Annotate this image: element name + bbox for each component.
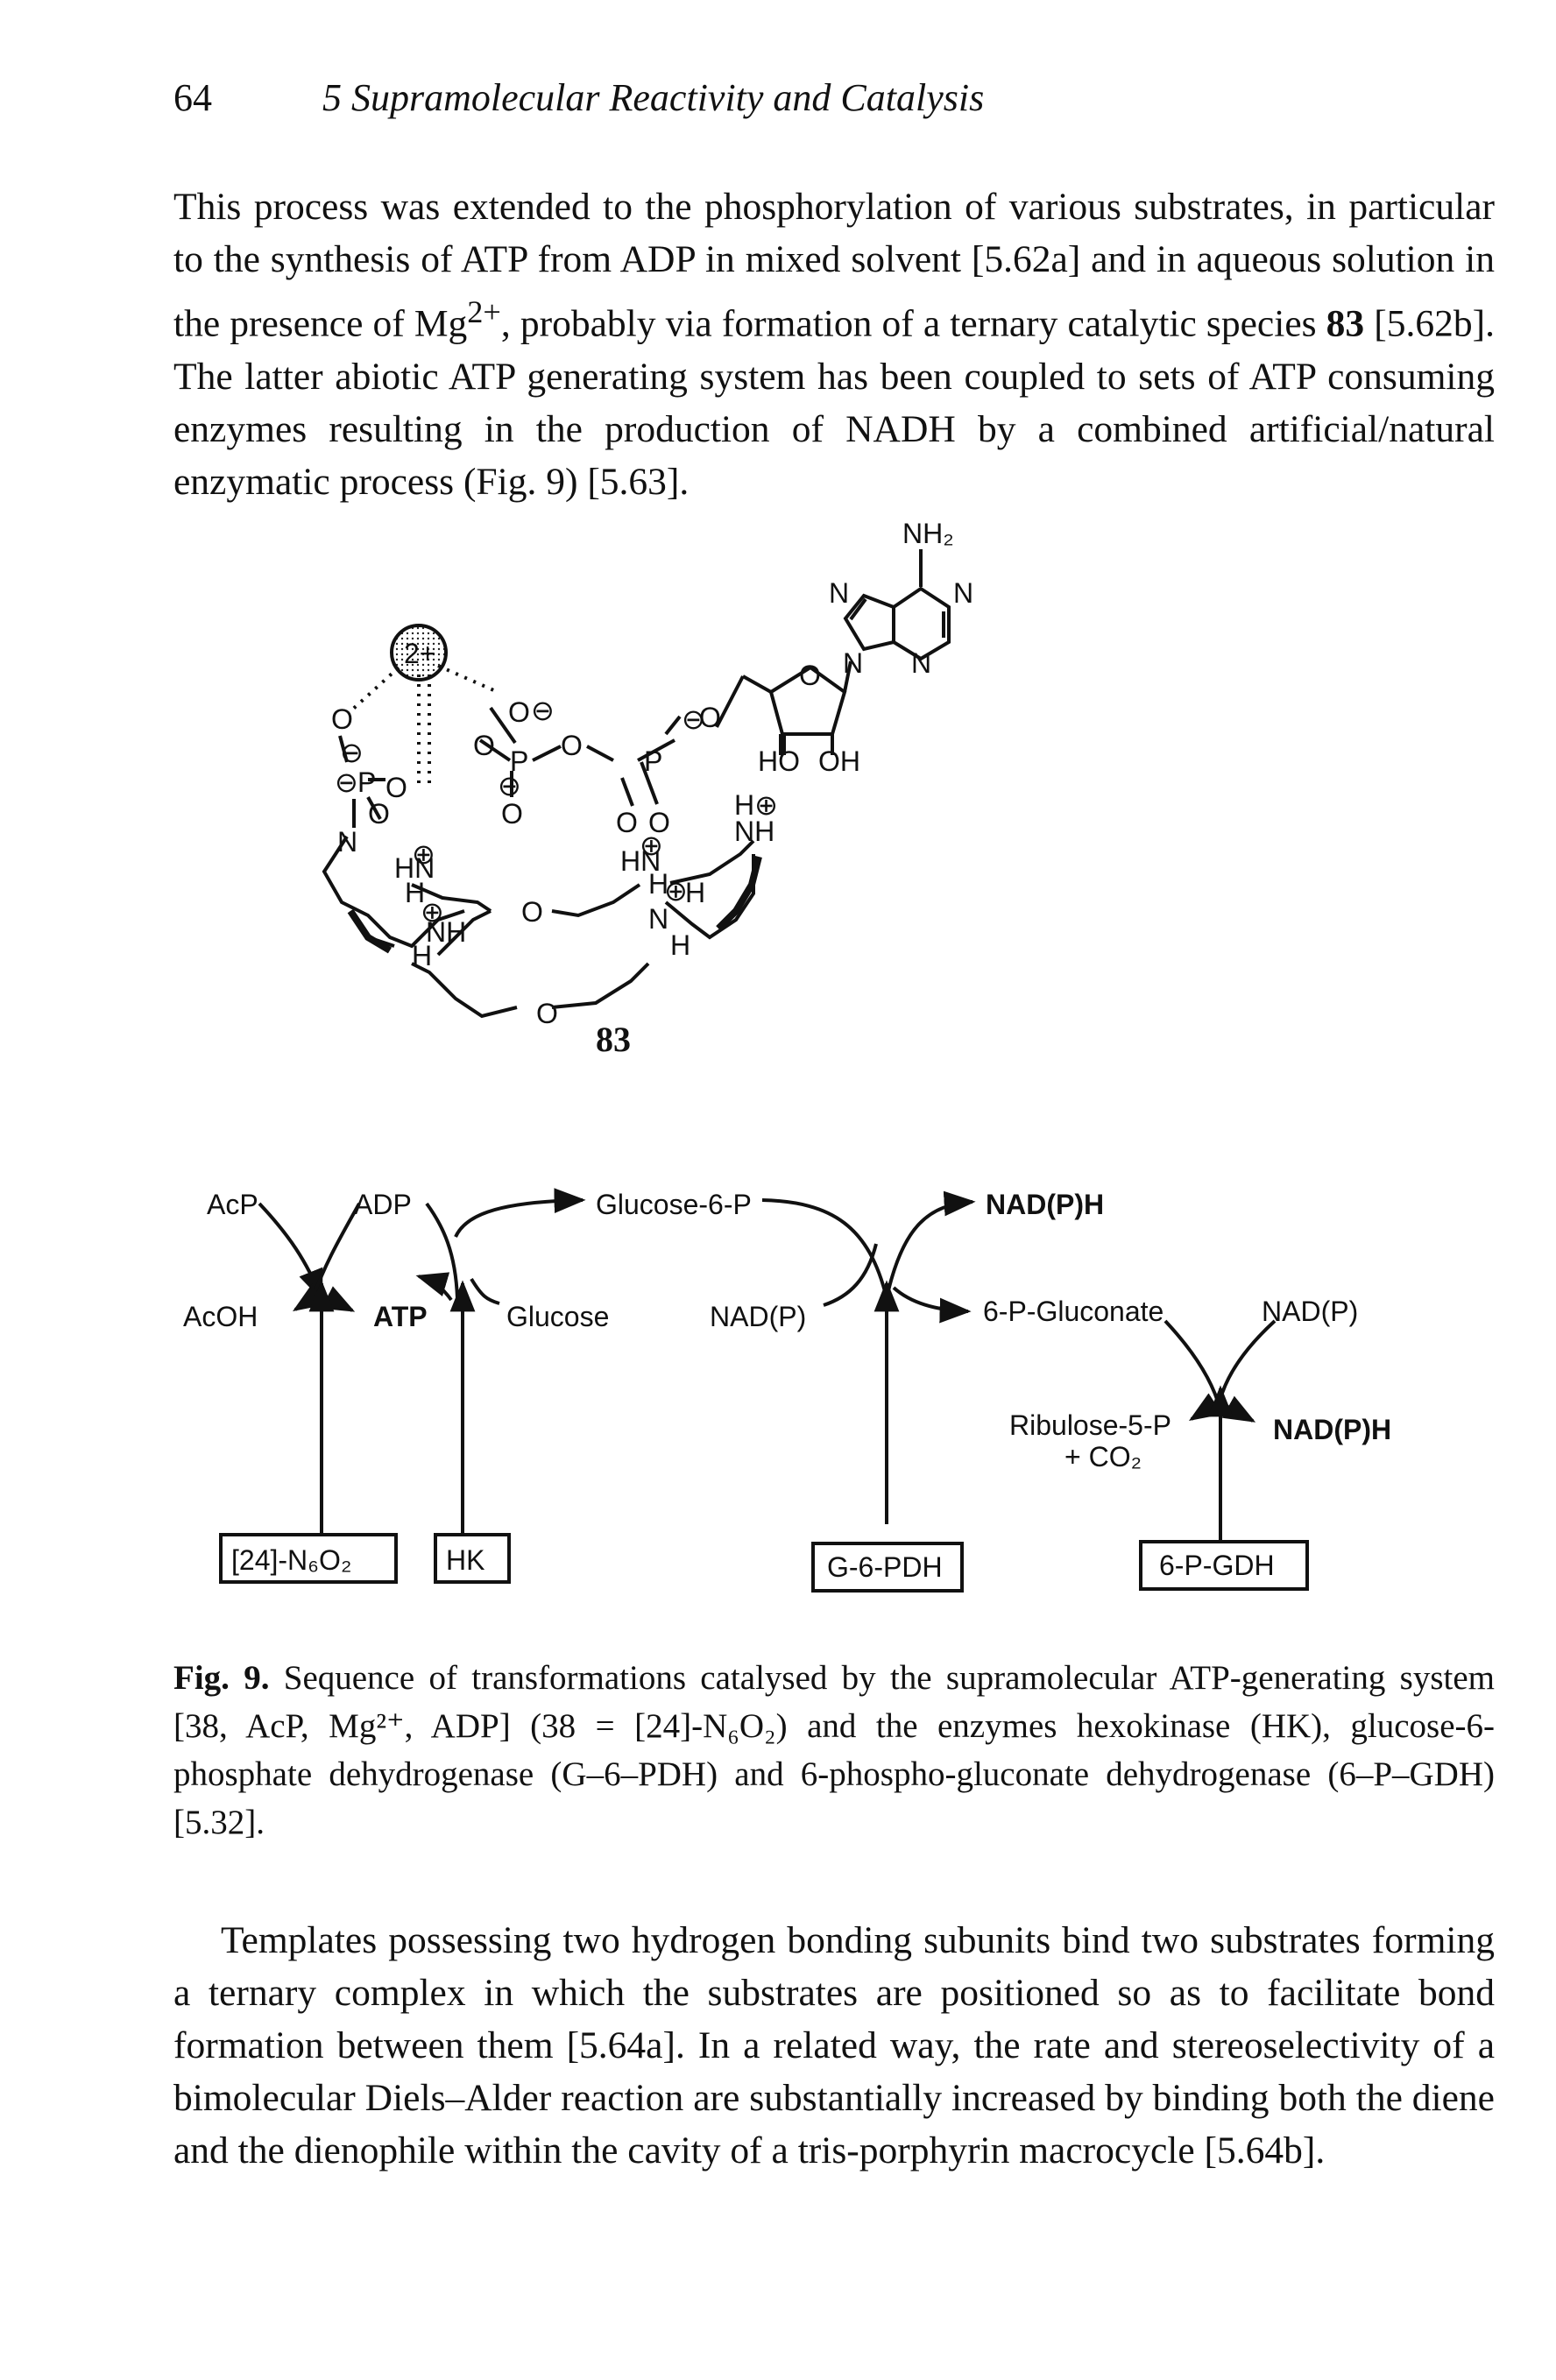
- figure-caption-text: Sequence of transformations catalysed by…: [173, 1659, 1495, 1841]
- label-o-pa-low: O: [501, 798, 523, 830]
- scheme-nadp-right: NAD(P): [1262, 1296, 1358, 1327]
- label-o-pb-low1: O: [616, 807, 638, 838]
- mg-charge-superscript: 2+: [467, 294, 501, 329]
- label-n-left: N: [337, 826, 357, 858]
- structure-83: [322, 549, 951, 1019]
- scheme-adp: ADP: [354, 1189, 412, 1220]
- scheme-nadp-left: NAD(P): [710, 1301, 806, 1332]
- metal-ion: [390, 624, 448, 682]
- metal-charge: 2+: [404, 638, 435, 669]
- label-o-5prime: O: [699, 702, 721, 733]
- label-n7: N: [829, 577, 849, 609]
- label-minus-p-left: ⊖: [335, 766, 358, 798]
- label-n3: N: [911, 647, 931, 679]
- label-hn-1: HN: [394, 852, 435, 884]
- scheme-atp: ATP: [373, 1301, 428, 1332]
- paragraph-1: This process was extended to the phospho…: [173, 180, 1495, 508]
- scheme-nadph-right: NAD(P)H: [1273, 1414, 1391, 1445]
- label-o-pa-left: O: [473, 730, 495, 761]
- label-o-coord: O: [508, 696, 530, 728]
- label-minus-pa2: ⊖: [498, 770, 521, 802]
- label-minus-left: ⊖: [340, 737, 364, 768]
- label-plus-4: ⊕: [664, 875, 688, 907]
- paragraph-1-part2: , probably via formation of a ternary ca…: [500, 302, 1326, 345]
- page-number: 64: [173, 76, 212, 119]
- label-h-5: H: [670, 929, 690, 961]
- scheme-co2: + CO₂: [1064, 1441, 1142, 1472]
- label-minus-pb: ⊖: [682, 703, 705, 735]
- scheme-nadph-top: NAD(P)H: [986, 1189, 1104, 1220]
- figure-label: Fig. 9.: [173, 1659, 270, 1697]
- paragraph-1-part3: [5.62b]. The latter abiotic ATP generati…: [173, 302, 1496, 503]
- label-hplus: H⊕: [734, 789, 778, 821]
- label-n1: N: [953, 577, 973, 609]
- running-title: 5 Supramolecular Reactivity and Catalysi…: [322, 76, 985, 119]
- label-nh-6: NH: [734, 816, 774, 847]
- running-header: 64 5 Supramolecular Reactivity and Cataly…: [173, 75, 984, 120]
- scheme-ribulose-5-p: Ribulose-5-P: [1009, 1409, 1171, 1441]
- label-n9: N: [843, 647, 863, 679]
- enzyme-g-6-pdh: G-6-PDH: [827, 1551, 943, 1583]
- label-hn-3: HN: [620, 845, 661, 877]
- scheme-glucose: Glucose: [506, 1301, 609, 1332]
- label-h-3: H: [648, 868, 668, 900]
- label-o-macro1: O: [521, 896, 543, 928]
- figure-caption: Fig. 9. Sequence of transformations cata…: [173, 1654, 1495, 1847]
- compound-ref-83: 83: [1326, 302, 1365, 345]
- label-o-left: O: [331, 703, 353, 735]
- enzyme-6-p-gdh: 6-P-GDH: [1159, 1550, 1275, 1581]
- label-nh-2: NH: [426, 916, 466, 948]
- enzyme-hk: HK: [446, 1544, 484, 1576]
- label-p-alpha: P: [510, 745, 528, 777]
- scheme-glucose-6-p: Glucose-6-P: [596, 1189, 752, 1220]
- label-o-left3: O: [368, 798, 390, 830]
- label-ring-o: O: [799, 660, 821, 691]
- label-nh2: NH₂: [902, 518, 954, 549]
- compound-number: 83: [596, 1020, 631, 1059]
- label-plus-3: ⊕: [640, 830, 663, 861]
- reaction-scheme: [219, 1188, 1309, 1593]
- paragraph-1-part1: This process was extended to the phospho…: [173, 186, 1495, 345]
- label-n-4: N: [648, 903, 668, 935]
- label-h-4: H: [685, 877, 705, 908]
- scheme-acp: AcP: [207, 1189, 258, 1220]
- label-o-bridge: O: [561, 730, 583, 761]
- label-h-1: H: [405, 877, 425, 908]
- label-oh: OH: [818, 745, 860, 777]
- label-o-pb-low2: O: [648, 807, 670, 838]
- scheme-acoh: AcOH: [183, 1301, 258, 1332]
- paragraph-2: Templates possessing two hydrogen bondin…: [173, 1919, 1495, 2172]
- label-o-left2: O: [385, 772, 407, 803]
- label-minus-pa: ⊖: [531, 695, 555, 726]
- label-plus-1: ⊕: [412, 838, 435, 870]
- label-plus-2: ⊕: [421, 896, 444, 928]
- label-o-macro2: O: [536, 998, 558, 1029]
- label-h-2: H: [412, 940, 432, 971]
- enzyme-24-n6o2: [24]-N₆O₂: [231, 1544, 351, 1576]
- label-p-left: P: [357, 766, 376, 798]
- label-p-beta: P: [644, 745, 662, 777]
- label-ho: HO: [758, 745, 800, 777]
- scheme-6-p-gluconate: 6-P-Gluconate: [983, 1296, 1163, 1327]
